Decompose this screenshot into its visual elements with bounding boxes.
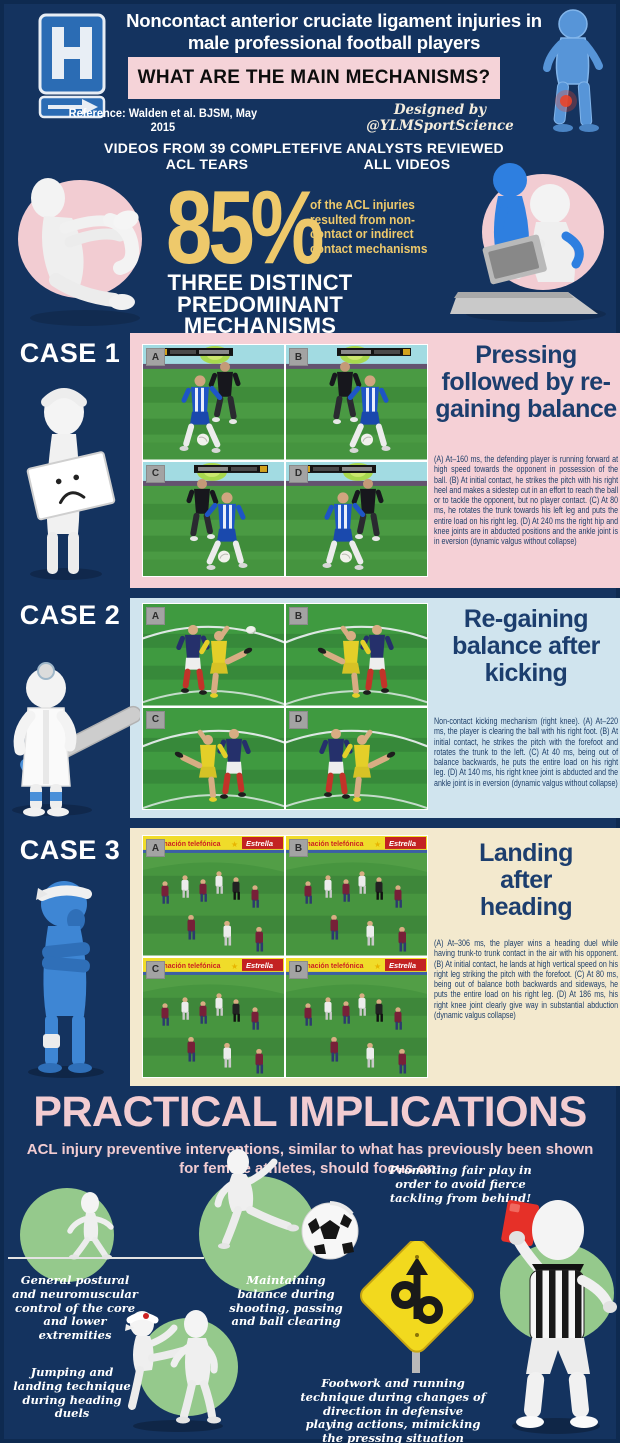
frame-label: D	[290, 961, 307, 978]
credit-text: Designed by @YLMSportScience	[366, 102, 514, 134]
case-3-title: Landing after heading	[479, 839, 573, 921]
page-title: Noncontact anterior cruciate ligament in…	[126, 10, 542, 53]
case-1-description: (A) At–160 ms, the defending player is r…	[434, 454, 619, 547]
video-frame: D	[286, 958, 427, 1078]
video-frame: D	[286, 708, 427, 810]
referee-red-card-figure	[501, 1200, 617, 1434]
case-2-description: Non-contact kicking mechanism (right kne…	[434, 716, 619, 788]
video-frame: C	[143, 708, 284, 810]
frame-label: C	[147, 465, 164, 482]
main-question-banner: WHAT ARE THE MAIN MECHANISMS?	[128, 57, 500, 99]
case-3-description: (A) At–306 ms, the player wins a heading…	[434, 938, 619, 1021]
practical-item-caption: Maintaining balance during shooting, pas…	[229, 1273, 343, 1329]
reroute-road-sign-icon	[360, 1241, 474, 1373]
fair-play-caption: Promoting fair play in order to avoid fi…	[389, 1163, 532, 1205]
case-3-label: CASE 3	[19, 835, 121, 865]
practical-implications-title: PRACTICAL IMPLICATIONS	[33, 1088, 587, 1136]
frame-label: B	[290, 349, 307, 365]
balance-walking-figure	[67, 1192, 114, 1260]
case-2-label: CASE 2	[19, 600, 121, 630]
video-frame: B	[286, 604, 427, 706]
injured-player-figure	[543, 9, 603, 132]
case-1-title: Pressing followed by re-gaining balance	[435, 341, 617, 423]
percent-description: of the ACL injuries resulted from non-co…	[310, 198, 428, 256]
doctor-with-saw-figure	[12, 662, 140, 817]
video-frame: C	[143, 958, 284, 1078]
video-frame: A	[143, 836, 284, 956]
soccer-ball-icon	[301, 1201, 359, 1260]
frame-label: C	[147, 711, 164, 728]
case-2-title: Re-gaining balance after kicking	[452, 605, 600, 687]
video-frame: C	[143, 462, 284, 577]
case-2-frames: A B C D	[142, 603, 428, 810]
analysts-stat-label: FIVE ANALYSTS REVIEWED ALL VIDEOS	[310, 140, 504, 172]
mechanisms-title: THREE DISTINCT PREDOMINANT MECHANISMS	[167, 270, 353, 338]
ball-icon	[246, 626, 256, 634]
practical-item-caption: Jumping and landing technique during hea…	[13, 1365, 131, 1421]
heading-duel-figures	[125, 1310, 223, 1432]
practical-item-caption: Footwork and running technique during ch…	[300, 1376, 486, 1443]
case-1-frames: A B C D	[142, 344, 428, 577]
videos-stat-label: VIDEOS FROM 39 COMPLETE ACL TEARS	[103, 140, 311, 172]
hospital-sign-icon	[38, 13, 106, 119]
frame-label: D	[290, 711, 307, 728]
frame-label: D	[290, 465, 307, 482]
case-3-frames: A B C D	[142, 835, 428, 1078]
video-frame: A	[143, 604, 284, 706]
bandaged-figure	[28, 881, 104, 1078]
frame-label: A	[147, 608, 164, 624]
frame-label: B	[290, 840, 307, 856]
analysts-at-laptop-figures	[450, 163, 606, 322]
practical-item-caption: General postural and neuromuscular contr…	[12, 1273, 138, 1343]
video-frame: A	[143, 345, 284, 460]
case-1-label: CASE 1	[19, 338, 121, 368]
video-frame: B	[286, 836, 427, 956]
sad-sign-figure	[26, 388, 116, 580]
frame-label: A	[147, 840, 164, 856]
figure-holding-knee	[30, 178, 140, 326]
video-frame: D	[286, 462, 427, 577]
percent-stat: 85%	[166, 170, 325, 286]
frame-label: B	[290, 608, 307, 624]
frame-label: C	[147, 961, 164, 978]
kicking-figure	[214, 1149, 299, 1249]
reference-text: Reference: Walden et al. BJSM, May 2015	[68, 106, 258, 134]
frame-label: A	[147, 349, 164, 365]
video-frame: B	[286, 345, 427, 460]
